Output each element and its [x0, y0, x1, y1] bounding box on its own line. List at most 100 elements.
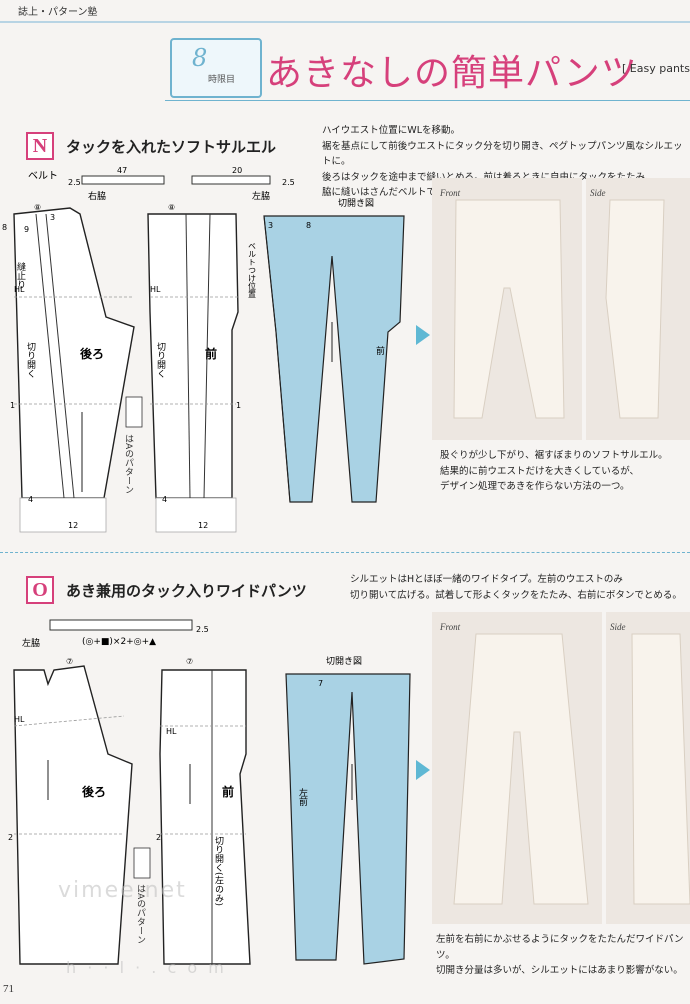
pants-side-image — [605, 199, 665, 419]
section-o-title: あき兼用のタック入りワイドパンツ — [66, 582, 307, 600]
wide-pants-side-image — [631, 633, 690, 905]
back-n9: 9 — [24, 225, 29, 234]
lesson-badge — [170, 38, 262, 98]
o-front-hl: HL — [166, 727, 177, 736]
o-front-n2: 2 — [156, 833, 161, 842]
o-cut-left-front: 左前 — [297, 787, 308, 807]
front-label: 前 — [205, 346, 217, 361]
section-n-side-photo — [586, 178, 690, 440]
back-n8: 8 — [2, 223, 7, 232]
page-title: あきなしの簡単パンツ — [266, 53, 638, 94]
back-label: 後ろ — [80, 346, 104, 361]
pattern-a-note: はAのパターン — [123, 434, 134, 494]
description-line: 脇に縫いはさんだベルトで固定する。 — [322, 187, 484, 198]
caption-line: 切開き分量は多いが、シルエットにはあまり影響がない。 — [436, 965, 683, 976]
caption-line: 結果的に前ウエストだけを大きくしているが、 — [440, 465, 640, 477]
section-n-badge: N — [26, 132, 54, 160]
section-o-pattern-diagram: 左脇 (◎+■)×2+◎+▲ 2.5 後ろ HL 2 ⑦ はAのパターン 前 H… — [8, 619, 411, 965]
o-back-label: 後ろ — [82, 784, 106, 799]
wide-pants-front-image — [453, 633, 589, 905]
o-back-n2: 2 — [8, 833, 13, 842]
caption-line: 股ぐりが少し下がり、裾すぼまりのソフトサルエル。 — [440, 450, 668, 461]
photo-label-front: Front — [440, 622, 461, 632]
belt-strip-right — [81, 175, 165, 185]
back-n12: 12 — [68, 521, 78, 530]
section-n-description: ハイウエスト位置にWLを移動。 裾を基点にして前後ウエストにタック分を切り開き、… — [322, 123, 690, 201]
section-o-badge: O — [26, 576, 54, 604]
belt-left-side: 左脇 — [252, 190, 270, 202]
cut-front-label: 前 — [376, 345, 385, 357]
cut-n3: 3 — [268, 221, 273, 230]
back-cut-label: 切り開く — [25, 342, 36, 378]
back-hl: HL — [14, 285, 25, 294]
description-line: 裾を基点にして前後ウエストにタック分を切り開き、ペグトップパンツ風なシルエットに… — [322, 140, 683, 168]
belt-right-length: 47 — [117, 166, 127, 175]
belt-right-side: 右脇 — [88, 190, 106, 202]
section-n-front-photo — [432, 178, 582, 440]
back-stop-label: 縫止り — [15, 261, 26, 289]
watermark-sub: h · · l · . c o m — [66, 958, 227, 977]
photo-label-side: Side — [590, 188, 606, 198]
description-line: シルエットはHとほぼ一緒のワイドタイプ。左前のウエストのみ — [350, 574, 623, 585]
belt-left-length: 20 — [232, 166, 242, 175]
o-cut-diagram-piece — [285, 673, 411, 965]
o-pattern-a-note: はAのパターン — [135, 884, 146, 944]
belt-label: ベルト — [28, 170, 58, 182]
back-n4: 4 — [28, 495, 33, 504]
header-label: 誌上・パターン塾 — [18, 7, 98, 18]
front-n4: 4 — [162, 495, 167, 504]
back-n3: 3 — [50, 213, 55, 222]
belt-left-width: 2.5 — [282, 178, 295, 187]
o-cut-diagram-title: 切開き図 — [326, 656, 362, 667]
lesson-number: 8 — [192, 44, 208, 72]
section-n-pattern-diagram: ベルト 47 2.5 右脇 20 2.5 左脇 後ろ 縫止り 切り開く HL 8… — [2, 166, 405, 533]
description-line: 切り開いて広げる。試着して形よくタックをたたみ、右前にボタンでとめる。 — [350, 589, 682, 601]
section-separator — [0, 552, 690, 553]
section-o-front-photo — [432, 612, 602, 924]
back-c8: ⑧ — [34, 203, 41, 212]
cut-diagram-piece — [263, 215, 405, 503]
page-number: 71 — [3, 983, 14, 995]
section-n-caption: 股ぐりが少し下がり、裾すぼまりのソフトサルエル。 結果的に前ウエストだけを大きく… — [440, 448, 690, 495]
photo-label-side: Side — [610, 622, 626, 632]
o-cut-n7: 7 — [318, 679, 323, 688]
lesson-label: 時限目 — [208, 75, 236, 85]
front-cut-line — [185, 213, 191, 499]
back-n1: 1 — [10, 401, 15, 410]
o-belt-formula: (◎+■)×2+◎+▲ — [82, 637, 156, 647]
belt-strip-left — [191, 175, 271, 185]
caption-line: デザイン処理であきを作らない方法の一つ。 — [440, 481, 630, 492]
o-back-c7: ⑦ — [66, 657, 73, 666]
o-back-pattern-piece — [13, 665, 133, 965]
front-n12: 12 — [198, 521, 208, 530]
section-o-caption: 左前を右前にかぶせるようにタックをたたんだワイドパンツ。 切開き分量は多いが、シ… — [436, 932, 690, 979]
pants-front-image — [453, 199, 565, 419]
photo-label-front: Front — [440, 188, 461, 198]
front-n1: 1 — [236, 401, 241, 410]
section-o-description: シルエットはHとほぼ一緒のワイドタイプ。左前のウエストのみ 切り開いて広げる。試… — [350, 572, 690, 603]
front-hl: HL — [150, 285, 161, 294]
back-hem-extension — [19, 497, 107, 533]
cut-diagram-title: 切開き図 — [338, 198, 374, 209]
o-belt-side: 左脇 — [22, 637, 40, 649]
title-rule — [165, 100, 690, 101]
o-front-label: 前 — [222, 784, 234, 799]
front-pattern-piece — [147, 213, 239, 499]
o-belt-strip — [49, 619, 193, 631]
header-rule — [0, 21, 690, 23]
belt-right-width: 2.5 — [68, 178, 81, 187]
front-c8: ⑧ — [168, 203, 175, 212]
o-front-pattern-piece — [159, 669, 251, 965]
cut-n8: 8 — [306, 221, 311, 230]
pattern-a-marker — [125, 396, 143, 428]
caption-line: 左前を右前にかぶせるようにタックをたたんだワイドパンツ。 — [436, 934, 684, 961]
back-cut-line — [35, 213, 65, 499]
o-front-cut-label: 切り開く(左のみ) — [213, 836, 224, 906]
o-back-hl: HL — [14, 715, 25, 724]
section-o-side-photo — [606, 612, 690, 924]
front-cut-label: 切り開く — [155, 342, 166, 378]
description-line: 後ろはタックを途中まで縫いとめる。前は着るときに自由にタックをたたみ、 — [322, 171, 655, 183]
page-subtitle: [ Easy pants — [622, 62, 690, 75]
arrow-icon — [416, 325, 430, 345]
description-line: ハイウエスト位置にWLを移動。 — [322, 125, 460, 136]
